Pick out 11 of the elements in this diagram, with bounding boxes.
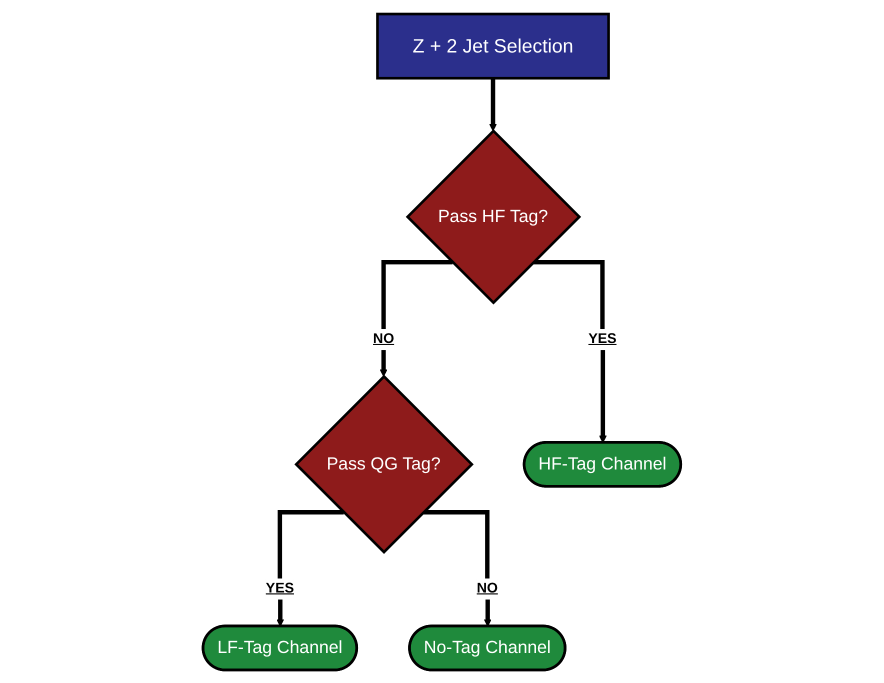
- edge-label: YES: [588, 331, 617, 346]
- arrow: [534, 260, 607, 443]
- node-diamond: Pass QG Tag?: [294, 374, 474, 554]
- arrow: [380, 260, 453, 376]
- edge-label: YES: [266, 580, 294, 596]
- edge-label: NO: [373, 331, 394, 346]
- node-box: Z + 2 Jet Selection: [376, 12, 610, 80]
- edge-label: NO: [476, 580, 498, 596]
- node-diamond: Pass HF Tag?: [406, 128, 582, 304]
- arrow: [276, 510, 344, 626]
- arrow: [424, 510, 492, 626]
